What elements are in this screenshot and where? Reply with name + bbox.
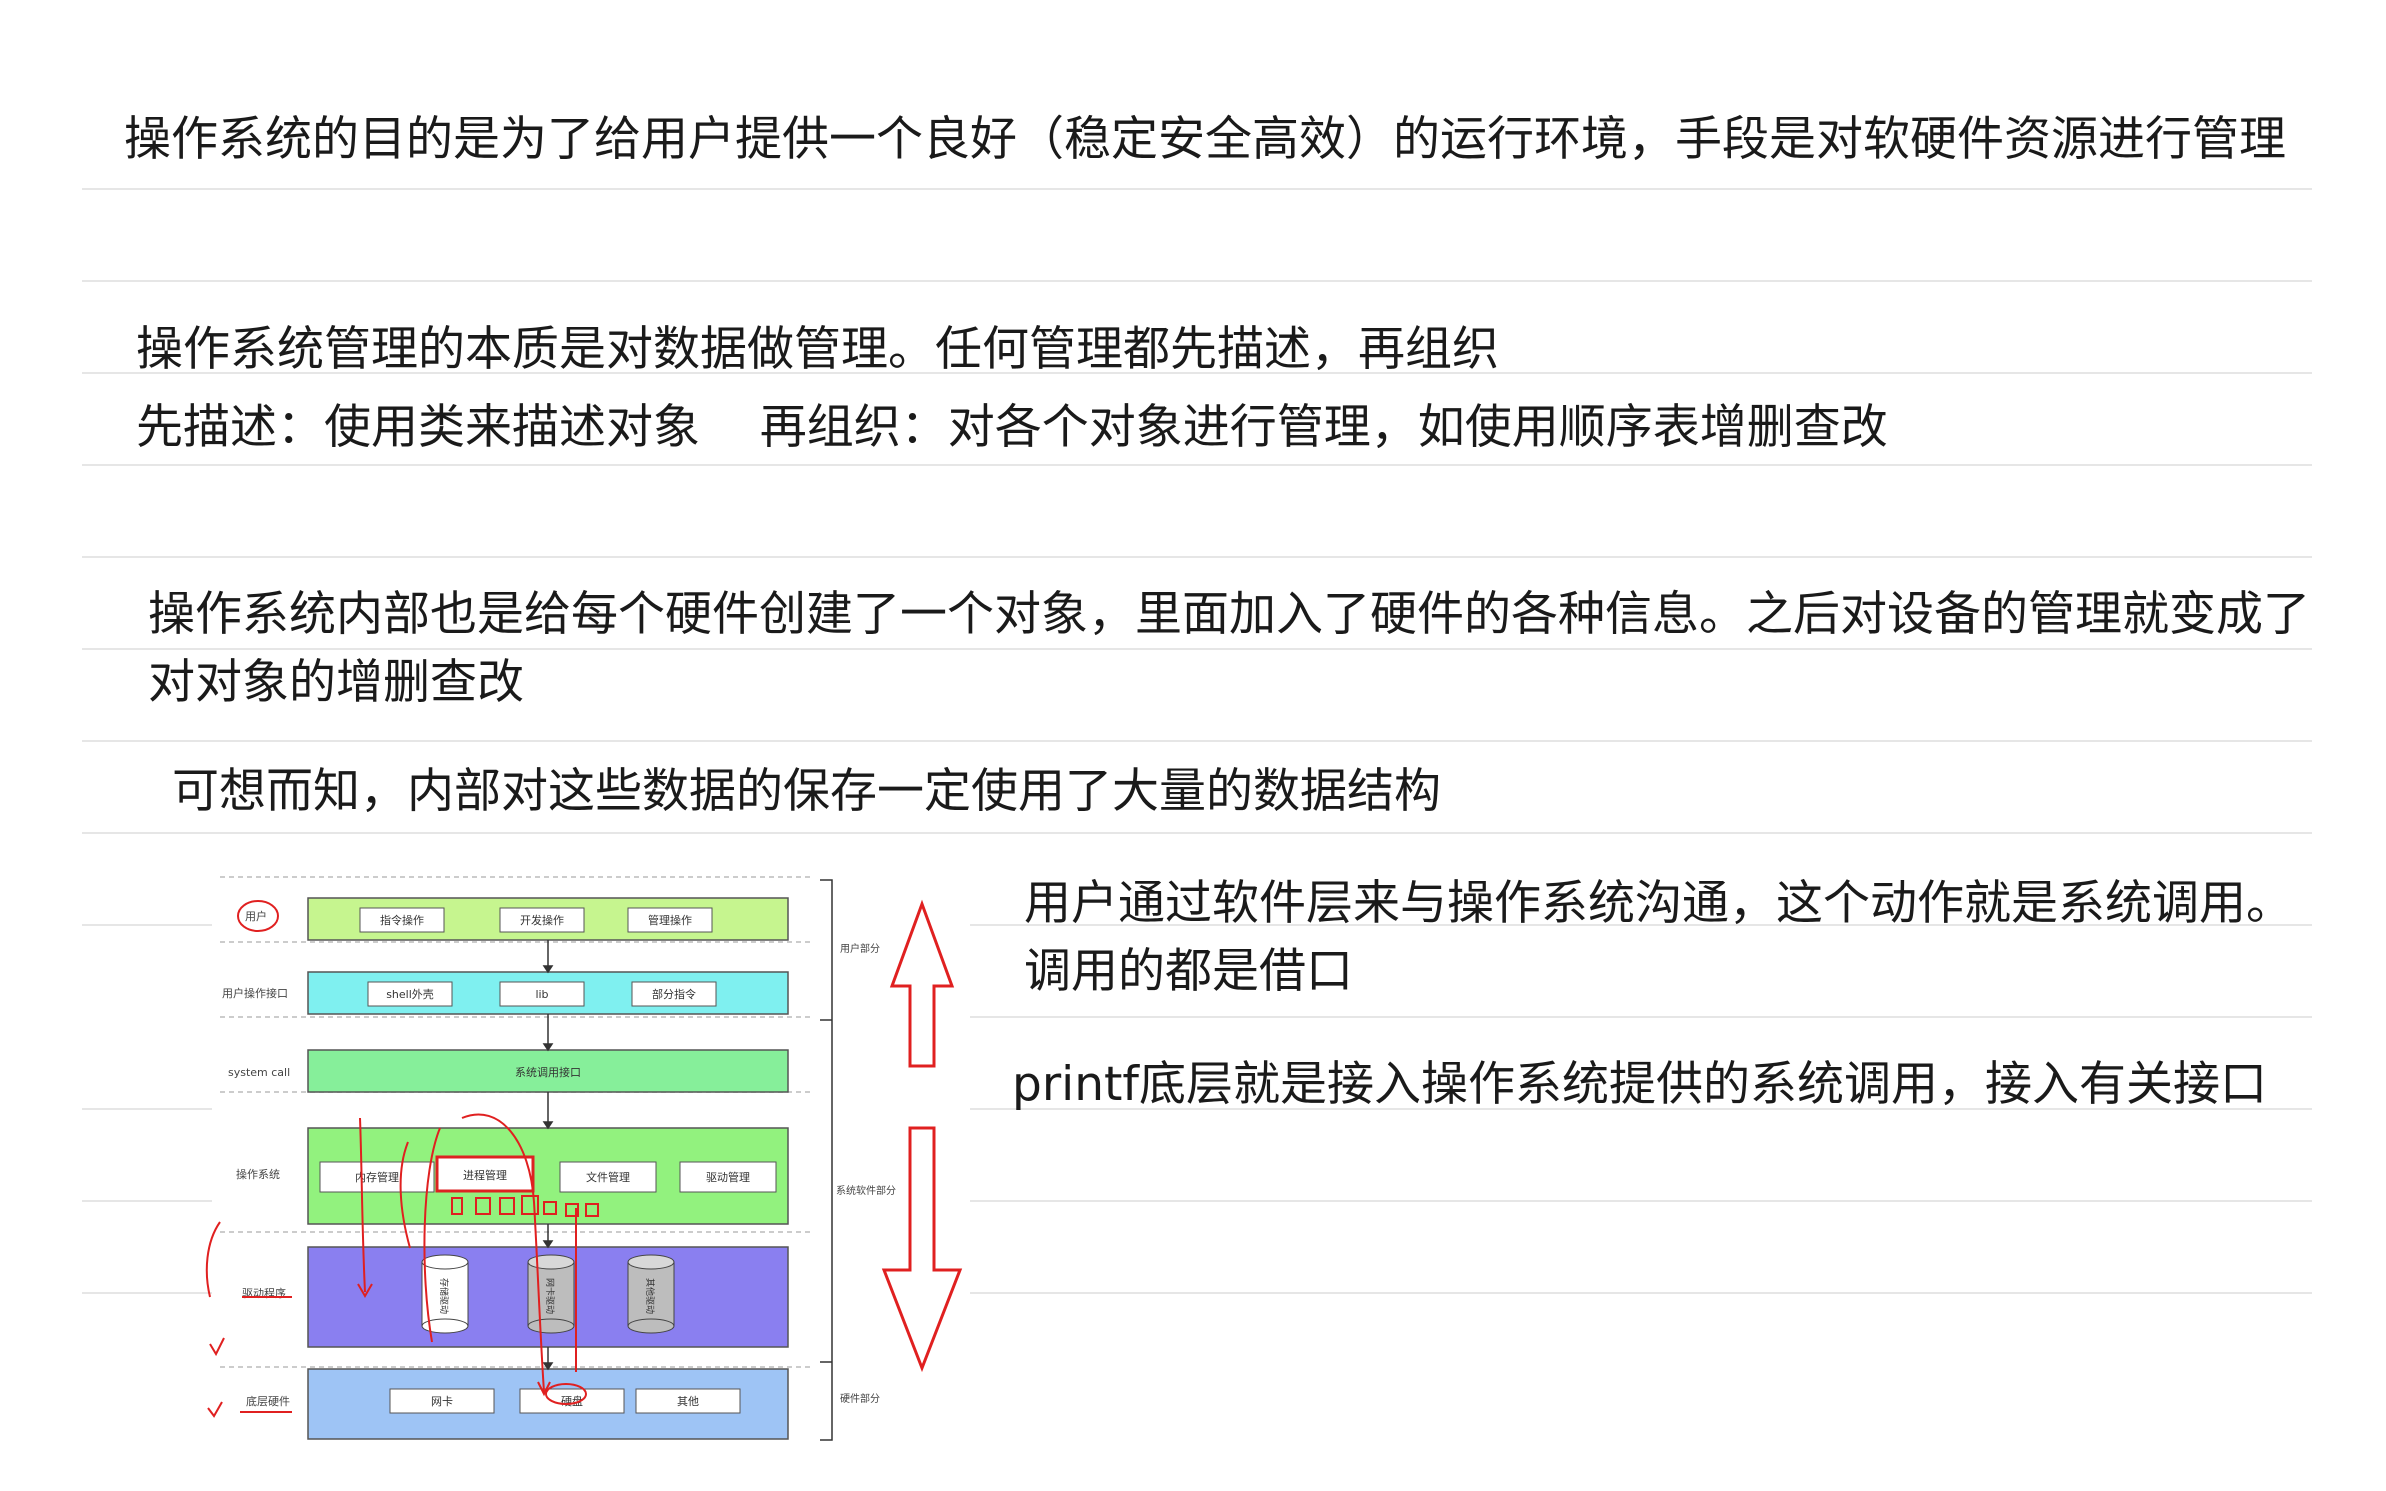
page-rule <box>82 740 2312 742</box>
driver-item-2: 网卡驱动 <box>544 1278 556 1314</box>
interface-item-1: shell外壳 <box>386 987 434 1001</box>
down-arrow-icon <box>881 1126 963 1373</box>
annotation-tick-1 <box>205 1221 221 1298</box>
page-rule <box>82 556 2312 558</box>
annotation-line-1 <box>359 1117 366 1293</box>
page-rule <box>82 464 2312 466</box>
page-rule <box>82 1292 212 1294</box>
layer-connectors <box>542 940 554 1371</box>
cylinder-2: 网卡驱动 <box>527 1254 575 1334</box>
page-rule <box>970 1200 2312 1202</box>
annotation-line-2 <box>423 1127 441 1343</box>
interface-item-3: 部分指令 <box>652 987 696 1001</box>
label-user: 用户 <box>245 909 267 923</box>
note-line-3: 先描述：使用类来描述对象 再组织：对各个对象进行管理，如使用顺序表增删查改 <box>136 400 1888 455</box>
page-rule <box>82 372 2312 374</box>
up-arrow-icon <box>889 899 955 1068</box>
annotation-line-3 <box>461 1113 545 1393</box>
left-labels: 用户 用户操作接口 system call 操作系统 驱动程序 底层硬件 <box>222 909 290 1408</box>
user-op-2: 开发操作 <box>520 913 564 927</box>
user-op-3: 管理操作 <box>648 913 692 927</box>
label-user-part: 用户部分 <box>840 942 880 955</box>
user-op-1: 指令操作 <box>380 913 424 927</box>
label-hardware-part: 硬件部分 <box>840 1392 880 1405</box>
syscall-interface: 系统调用接口 <box>515 1066 581 1079</box>
os-process: 进程管理 <box>463 1168 507 1182</box>
os-file: 文件管理 <box>586 1170 630 1184</box>
right-bracket <box>820 879 833 1441</box>
annotation-line-5 <box>399 1141 411 1249</box>
note-line-8: 调用的都是借口 <box>1024 944 1353 999</box>
circle-user <box>237 900 279 932</box>
page-rule <box>82 280 2312 282</box>
driver-item-3: 其他驱动 <box>644 1278 656 1314</box>
direction-arrows <box>881 899 963 1373</box>
hardware-other: 其他 <box>677 1395 699 1408</box>
label-system-call: system call <box>228 1066 290 1079</box>
cylinder-1: 存储驱动 <box>421 1254 469 1334</box>
driver-cylinders: 存储驱动 网卡驱动 其他驱动 <box>421 1254 675 1334</box>
label-os: 操作系统 <box>236 1167 280 1181</box>
note-line-1: 操作系统的目的是为了给用户提供一个良好（稳定安全高效）的运行环境，手段是对软硬件… <box>124 112 2286 167</box>
note-line-7: 用户通过软件层来与操作系统沟通，这个动作就是系统调用。 <box>1024 876 2293 931</box>
label-user-interface: 用户操作接口 <box>222 986 288 1000</box>
page-rule <box>82 832 2312 834</box>
note-line-9: printf底层就是接入操作系统提供的系统调用，接入有关接口 <box>1012 1057 2267 1112</box>
page-rule <box>82 188 2312 190</box>
page-rule <box>970 924 2312 926</box>
hardware-nic: 网卡 <box>431 1395 453 1408</box>
driver-item-1: 存储驱动 <box>438 1278 450 1314</box>
page-rule <box>970 1108 2312 1110</box>
circle-disk <box>545 1383 587 1405</box>
note-line-4: 操作系统内部也是给每个硬件创建了一个对象，里面加入了硬件的各种信息。之后对设备的… <box>148 587 2310 642</box>
os-architecture-diagram: 用户 用户操作接口 system call 操作系统 驱动程序 底层硬件 指令操… <box>205 876 896 1441</box>
note-line-2: 操作系统管理的本质是对数据做管理。任何管理都先描述，再组织 <box>136 322 1499 377</box>
note-line-5: 对对象的增删查改 <box>148 655 524 710</box>
interface-item-2: lib <box>535 988 548 1001</box>
right-labels: 用户部分 系统软件部分 硬件部分 <box>836 942 896 1405</box>
cylinder-3: 其他驱动 <box>627 1254 675 1334</box>
page-rule <box>82 1200 212 1202</box>
page-rule <box>970 1016 2312 1018</box>
label-hardware: 底层硬件 <box>246 1394 290 1408</box>
label-system-software-part: 系统软件部分 <box>836 1184 896 1197</box>
page-rule <box>82 648 2312 650</box>
page-rule <box>82 924 212 926</box>
red-annotations <box>205 900 599 1418</box>
os-driver-mgmt: 驱动管理 <box>706 1170 750 1184</box>
page-rule <box>970 1292 2312 1294</box>
syscall-layer <box>307 1049 789 1093</box>
page-rule <box>82 1108 212 1110</box>
note-line-6: 可想而知，内部对这些数据的保存一定使用了大量的数据结构 <box>172 764 1441 819</box>
os-memory: 内存管理 <box>355 1170 399 1184</box>
